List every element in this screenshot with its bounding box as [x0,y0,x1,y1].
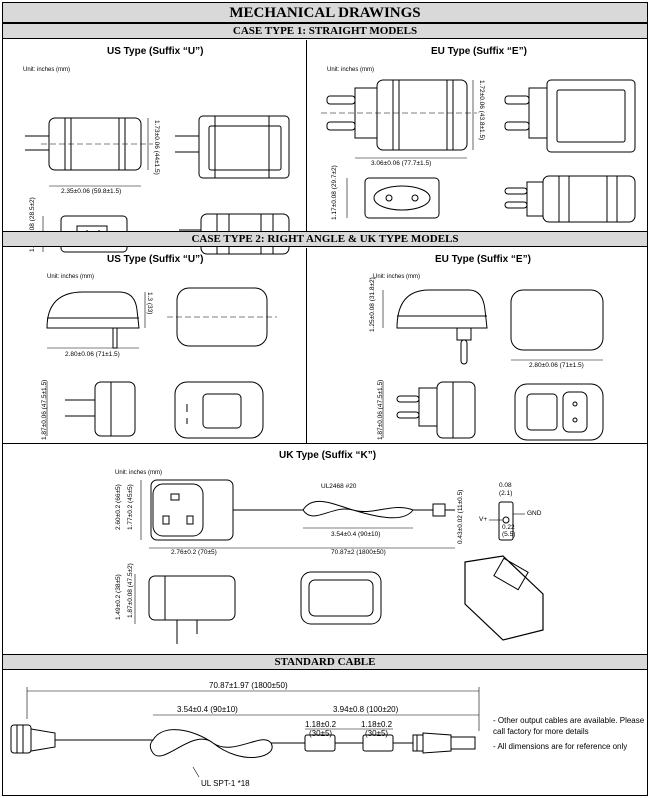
case2-uk-drawing [134,479,544,644]
case1-eu-drawing [321,79,636,223]
cable-ferrite1-dim: 1.18±0.2 [305,720,337,729]
case2-us-panel: US Type (Suffix “U”) Unit: inches (mm) [3,248,307,444]
case2-eu-width-dim: 2.80±0.06 (71±1.5) [529,362,584,369]
cable-coil-dim: 3.54±0.4 (90±10) [177,705,238,714]
uk-side-height-dim: 1.49±0.2 (38±5) [115,574,122,620]
case2-uk-panel: UK Type (Suffix “K”) Unit: inches (mm) [3,444,647,654]
cable-note-1: - Other output cables are available. Ple… [493,716,645,736]
uk-body-height-dim: 1.77±0.2 (45±5) [127,484,134,530]
case1-us-panel: US Type (Suffix “U”) Unit: inches (mm) [3,40,307,255]
uk-plug-dim: 0.43±0.02 (11±0.5) [457,489,464,544]
cable-panel: 70.87±1.97 (1800±50) 3.54±0.4 (90±10) 3.… [3,671,647,795]
cable-note-2: - All dimensions are for reference only [493,742,628,751]
cable-wire-label: UL SPT-1 *18 [201,779,250,788]
case2-eu-drawing [382,289,604,441]
cable-ferrite1-mm: (30±5) [309,729,333,738]
uk-pin-mm: (2.1) [499,490,513,497]
case1-eu-panel: EU Type (Suffix “E”) Unit: inches (mm) [307,40,647,231]
section-header-case2: CASE TYPE 2: RIGHT ANGLE & UK TYPE MODEL… [3,231,647,247]
case1-eu-height-dim: 1.72±0.06 (43.8±1.5) [478,80,485,141]
case2-uk-title: UK Type (Suffix “K”) [279,450,377,461]
case1-eu-unit: Unit: inches (mm) [327,67,375,73]
cable-ferrite2-dim: 1.18±0.2 [361,720,393,729]
case2-eu-height-dim: 1.25±0.08 (31.8±2) [369,277,376,332]
uk-pin-dia: 0.08 [499,482,512,489]
case1-us-title: US Type (Suffix “U”) [107,46,204,57]
page-title: MECHANICAL DRAWINGS [3,3,647,23]
uk-gnd-label: GND [527,510,542,517]
uk-cable-length-dim: 70.87±2 (1800±50) [331,549,386,556]
cable-tail-dim: 3.94±0.8 (100±20) [333,705,399,714]
section-header-cable: STANDARD CABLE [3,654,647,670]
case1-eu-title: EU Type (Suffix “E”) [431,46,527,57]
uk-coil-dim: 3.54±0.4 (90±10) [331,531,381,538]
case1-eu-width-dim: 3.06±0.06 (77.7±1.5) [371,160,432,167]
case2-eu-title: EU Type (Suffix “E”) [435,254,531,265]
case2-uk-unit: Unit: inches (mm) [115,470,163,476]
uk-overall-height-dim: 2.60±0.2 (66±5) [115,484,122,530]
uk-cable-label: UL2468 #20 [321,483,357,490]
uk-vplus-label: V+ [479,516,488,523]
case2-us-title: US Type (Suffix “U”) [107,254,204,265]
case1-eu-depth-dim: 1.17±0.08 (29.7±2) [331,165,338,220]
case2-eu-depth-dim: 1.87±0.06 (47.5±1.5) [377,379,384,440]
case1-us-width-dim: 2.35±0.06 (59.8±1.5) [61,188,122,195]
case2-eu-unit: Unit: inches (mm) [373,274,421,280]
case2-eu-panel: EU Type (Suffix “E”) Unit: inches (mm) [307,248,647,444]
uk-inner-dim: 0.22 [502,524,515,531]
uk-body-width-dim: 2.76±0.2 (70±5) [171,549,217,556]
uk-side-depth-dim: 1.87±0.08 (47.5±2) [127,563,134,618]
case2-us-drawing [46,287,277,439]
case1-us-height-dim: 1.73±0.06 (44±1.5) [153,120,160,175]
cable-drawing [10,687,480,778]
case2-us-unit: Unit: inches (mm) [47,274,95,280]
section-header-case1: CASE TYPE 1: STRAIGHT MODELS [3,23,647,39]
case2-us-depth-dim: 1.87±0.06 (47.5±1.5) [41,379,48,440]
uk-inner-mm: (5.5) [502,531,516,538]
case1-us-unit: Unit: inches (mm) [23,67,71,73]
cable-ferrite2-mm: (30±5) [365,729,389,738]
case2-us-width-dim: 2.80±0.06 (71±1.5) [65,351,120,358]
cable-total-dim: 70.87±1.97 (1800±50) [209,681,288,690]
case2-us-height-dim: 1.3 (33) [146,292,153,315]
